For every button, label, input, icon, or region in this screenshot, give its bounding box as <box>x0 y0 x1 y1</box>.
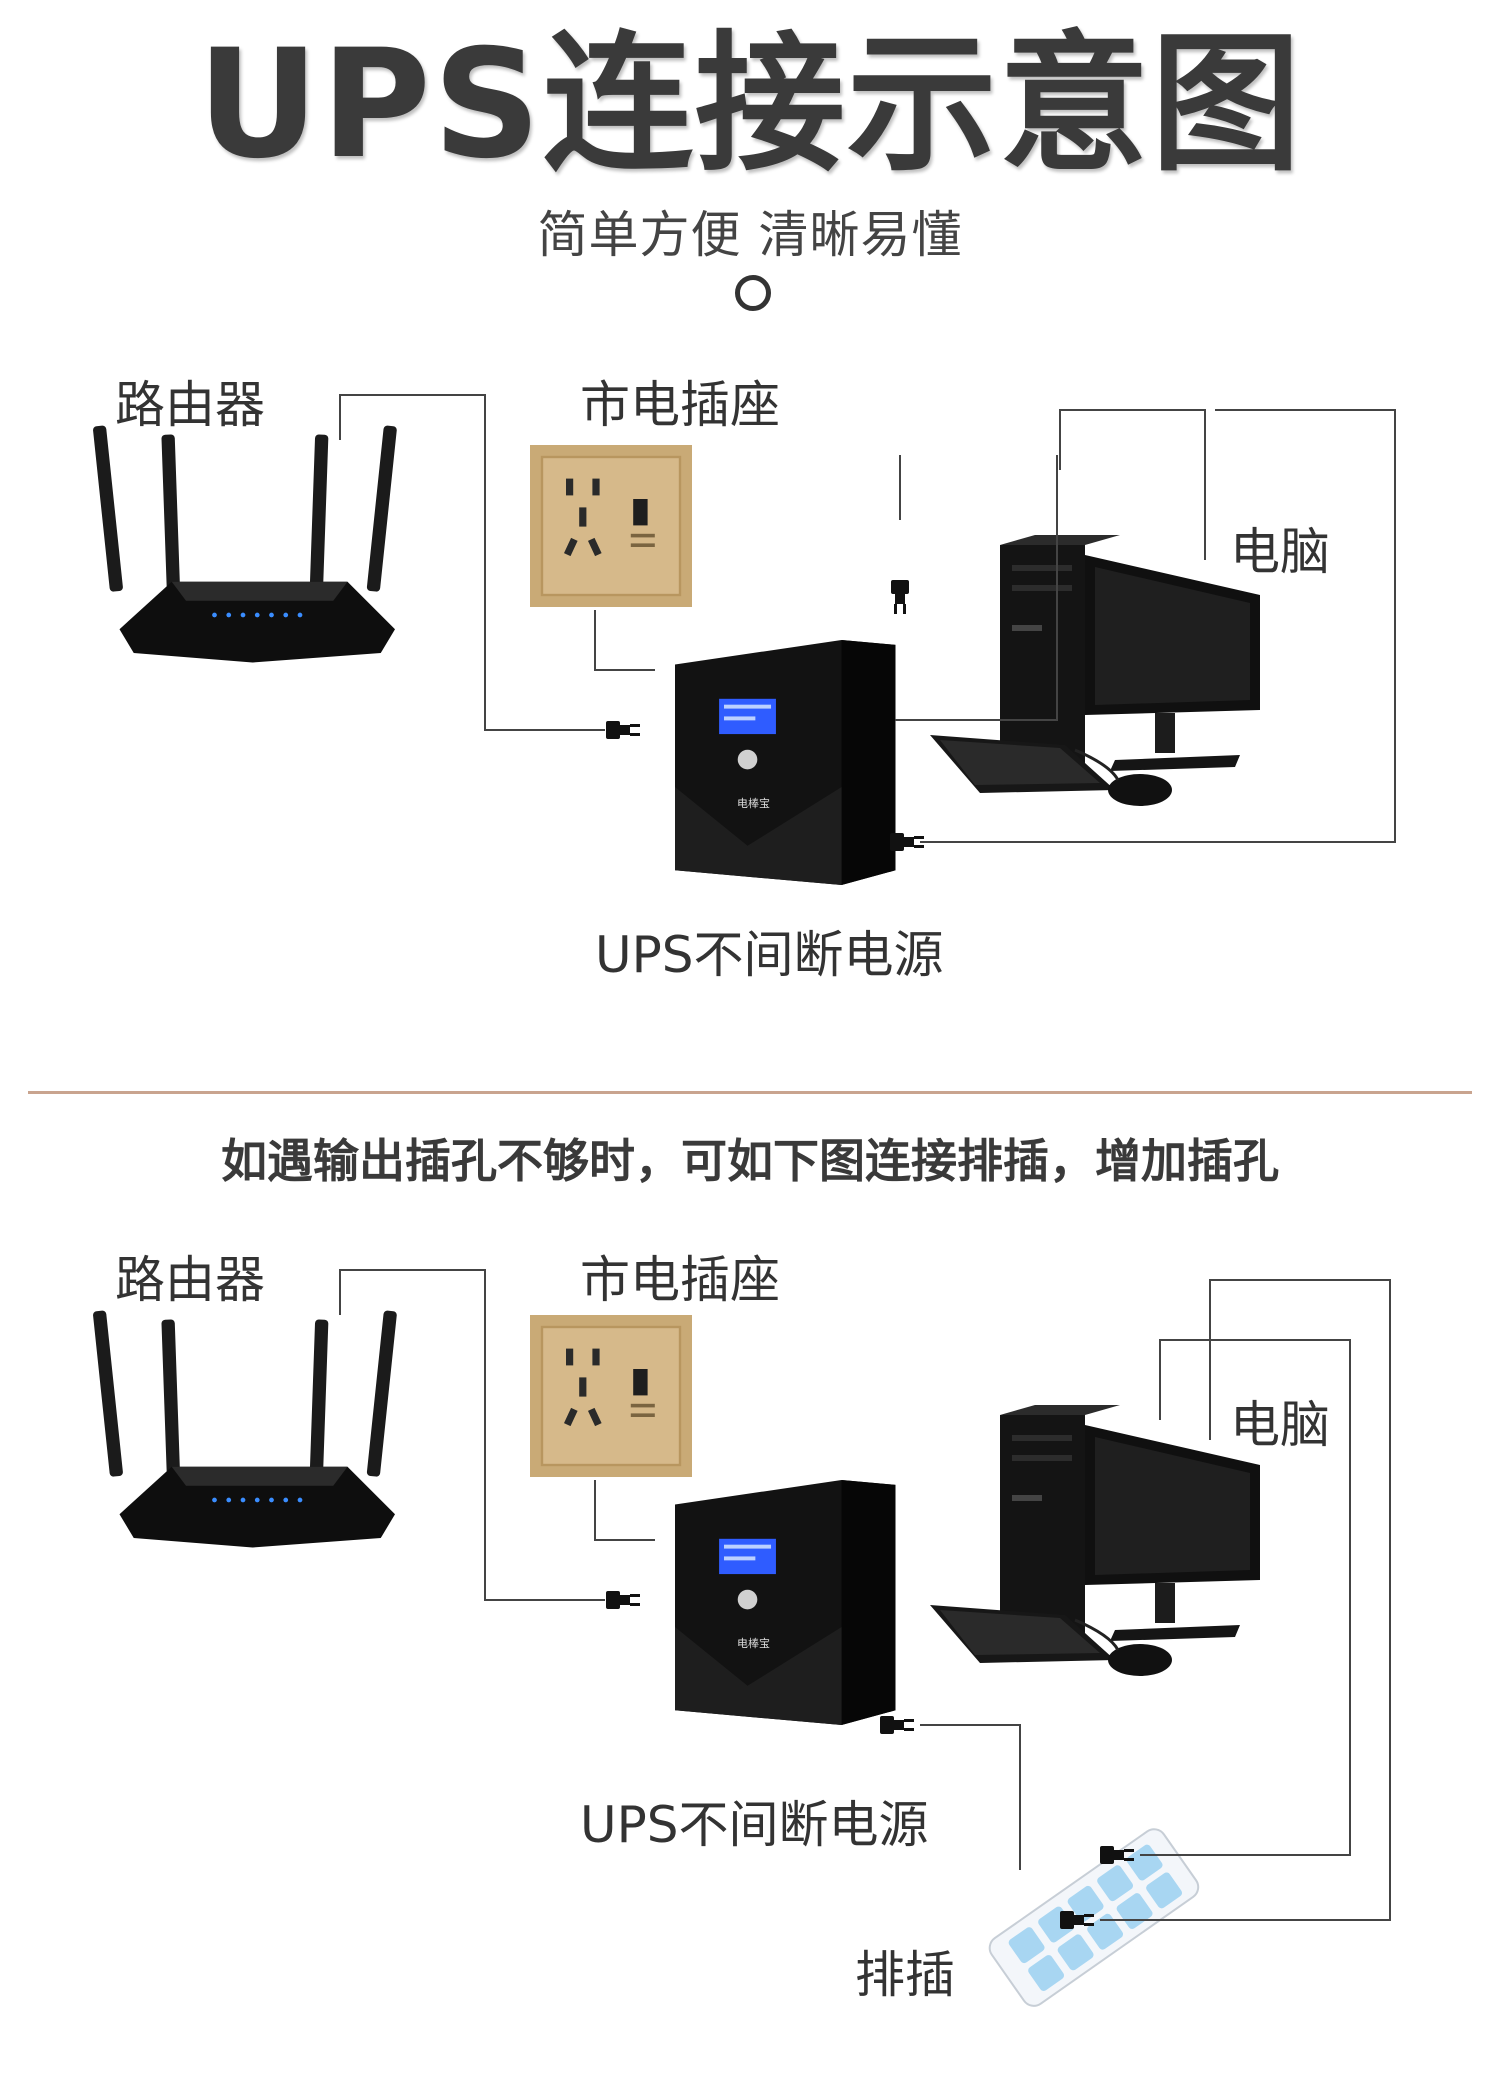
ups-device-1 <box>675 640 896 885</box>
ups-label: UPS不间断电源 <box>580 1796 929 1854</box>
wires-1 <box>339 394 1396 843</box>
circle-decoration <box>735 275 771 311</box>
page-title: UPS连接示意图 <box>197 18 1303 192</box>
router-device-1 <box>92 425 398 663</box>
outlet-label: 市电插座 <box>580 376 780 434</box>
router-label: 路由器 <box>115 1251 265 1309</box>
plug-icon <box>891 580 909 614</box>
router-label: 路由器 <box>115 376 265 434</box>
wall-outlet-1 <box>528 443 694 609</box>
power-strip <box>988 1828 1200 2007</box>
power-strip-label: 排插 <box>855 1946 955 2004</box>
computer-label: 电脑 <box>1230 1396 1330 1454</box>
plug-icon <box>890 833 924 851</box>
wires-2 <box>339 1269 1391 1921</box>
computer-set-2 <box>928 1403 1262 1678</box>
plug-icon <box>606 721 640 739</box>
plug-icon <box>606 1591 640 1609</box>
section-divider <box>28 1091 1472 1094</box>
computer-label: 电脑 <box>1230 523 1330 581</box>
computer-set-1 <box>928 533 1262 808</box>
plug-icon <box>880 1716 914 1734</box>
note-text: 如遇输出插孔不够时，可如下图连接排插，增加插孔 <box>221 1134 1279 1188</box>
ups-device-2 <box>675 1480 896 1725</box>
ups-brand-text: 电棒宝 <box>737 797 770 810</box>
wall-outlet-2 <box>528 1313 694 1479</box>
ups-brand-text: 电棒宝 <box>737 1637 770 1650</box>
router-device-2 <box>92 1310 398 1548</box>
outlet-label: 市电插座 <box>580 1251 780 1309</box>
ups-label: UPS不间断电源 <box>595 926 944 984</box>
page-subtitle: 简单方便 清晰易懂 <box>537 206 963 264</box>
